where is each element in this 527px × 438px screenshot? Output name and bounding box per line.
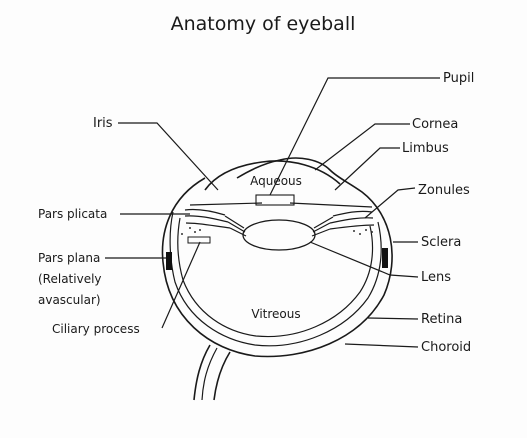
label-pars-plana-note-1: (Relatively	[38, 272, 102, 286]
label-sclera: Sclera	[421, 235, 461, 250]
label-zonules: Zonules	[418, 183, 470, 198]
pars-plana-right	[382, 248, 388, 268]
optic-nerve	[193, 344, 231, 401]
ciliary-body-right	[329, 210, 375, 235]
label-pars-plicata: Pars plicata	[38, 207, 107, 221]
label-pars-plana-note-2: avascular)	[38, 293, 101, 307]
ciliary-body-left	[181, 208, 231, 244]
label-pars-plana: Pars plana	[38, 251, 100, 265]
label-retina: Retina	[421, 312, 462, 327]
optic-nerve-inner	[201, 347, 218, 401]
zonule-fibers	[224, 215, 334, 237]
choroid-outline	[169, 211, 382, 347]
lens	[242, 219, 316, 251]
iris-line	[189, 202, 373, 208]
pars-plana-left	[166, 252, 172, 270]
label-cornea: Cornea	[412, 117, 458, 132]
label-ciliary-process: Ciliary process	[52, 322, 140, 336]
label-vitreous: Vitreous	[251, 307, 300, 321]
sclera-outline	[161, 157, 393, 358]
label-aqueous: Aqueous	[250, 174, 302, 188]
leader-lines	[105, 77, 440, 348]
diagram-title: Anatomy of eyeball	[171, 13, 356, 35]
retina-outline	[177, 217, 374, 338]
label-choroid: Choroid	[421, 340, 471, 355]
label-lens: Lens	[421, 270, 451, 285]
label-limbus: Limbus	[402, 141, 449, 156]
pupil-gap	[255, 194, 295, 206]
cornea	[204, 160, 341, 191]
label-pupil: Pupil	[443, 71, 474, 86]
label-iris: Iris	[93, 116, 113, 131]
